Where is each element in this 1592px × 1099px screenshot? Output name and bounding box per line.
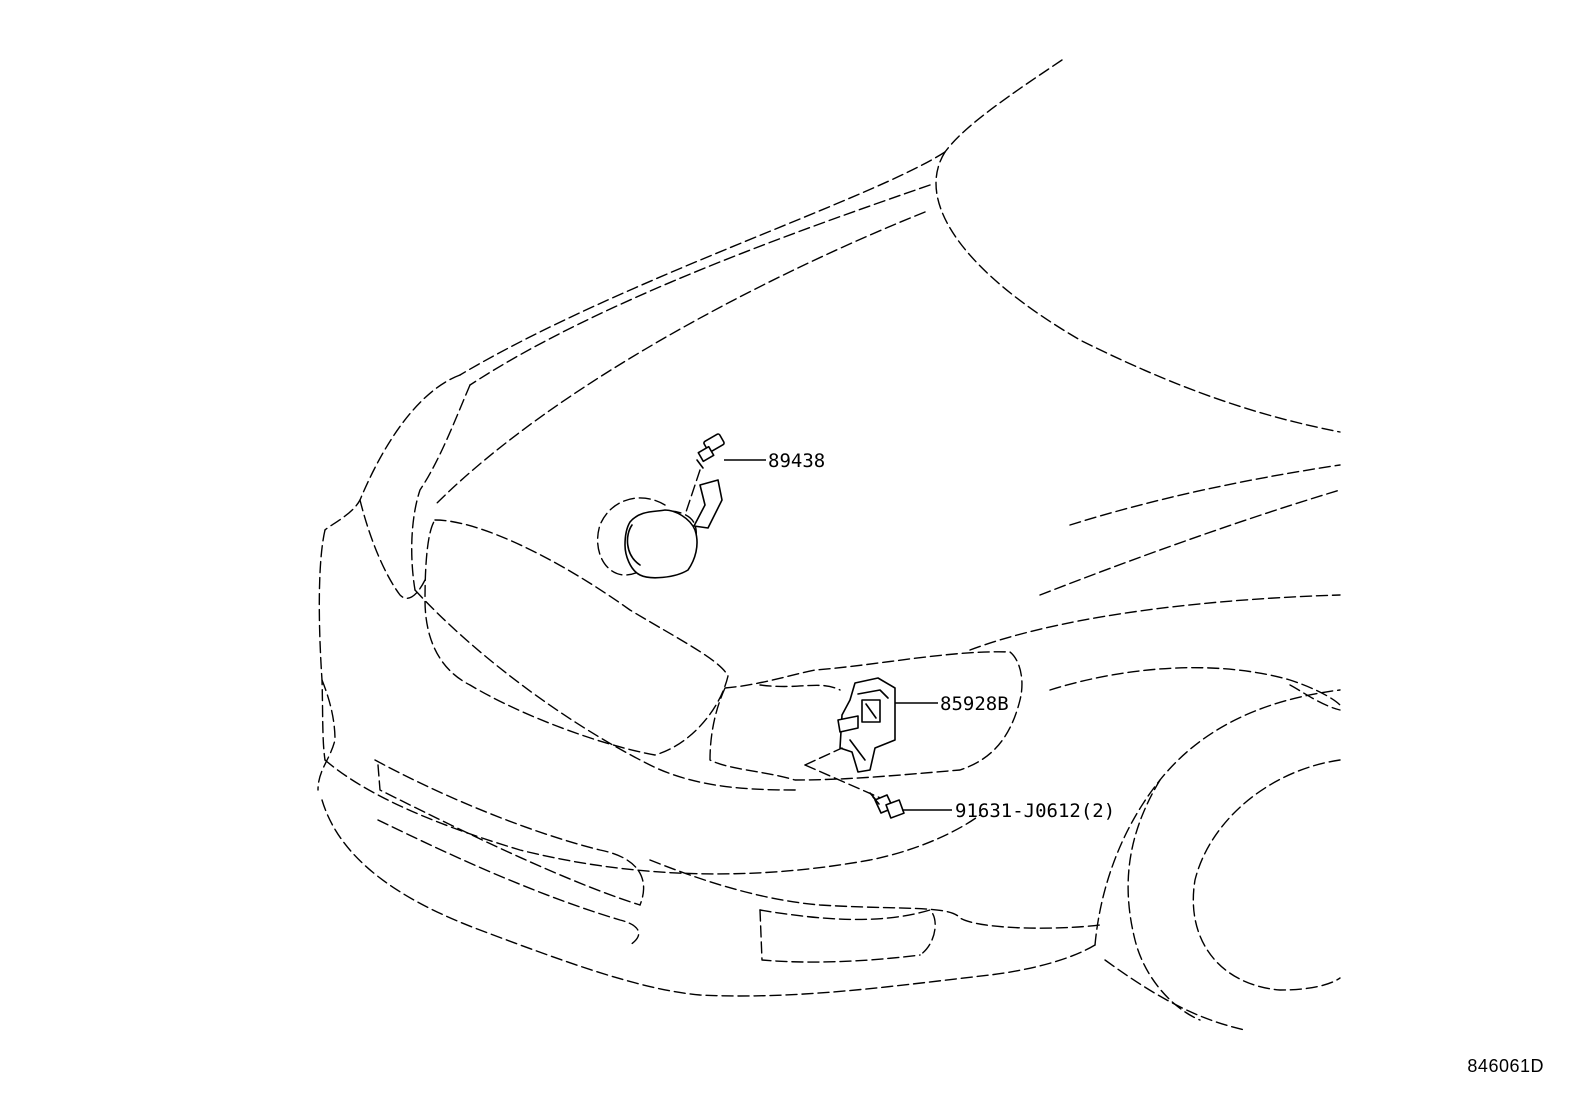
bolt-icon [869, 792, 905, 819]
part-number-label: 89438 [768, 450, 825, 472]
bracket-icon [804, 677, 896, 801]
part-number-label: 91631-J0612(2) [955, 800, 1115, 822]
part-number-label: 85928B [940, 693, 1009, 715]
horn-icon [624, 469, 723, 579]
callout-85928B: 85928B [895, 693, 1009, 715]
callout-91631-J0612: 91631-J0612(2) [902, 800, 1115, 822]
sensor-icon [696, 433, 725, 469]
diagram-id-label: 846061D [1467, 1056, 1544, 1076]
callout-89438: 89438 [724, 450, 825, 472]
car-body-outline [317, 59, 1341, 1031]
